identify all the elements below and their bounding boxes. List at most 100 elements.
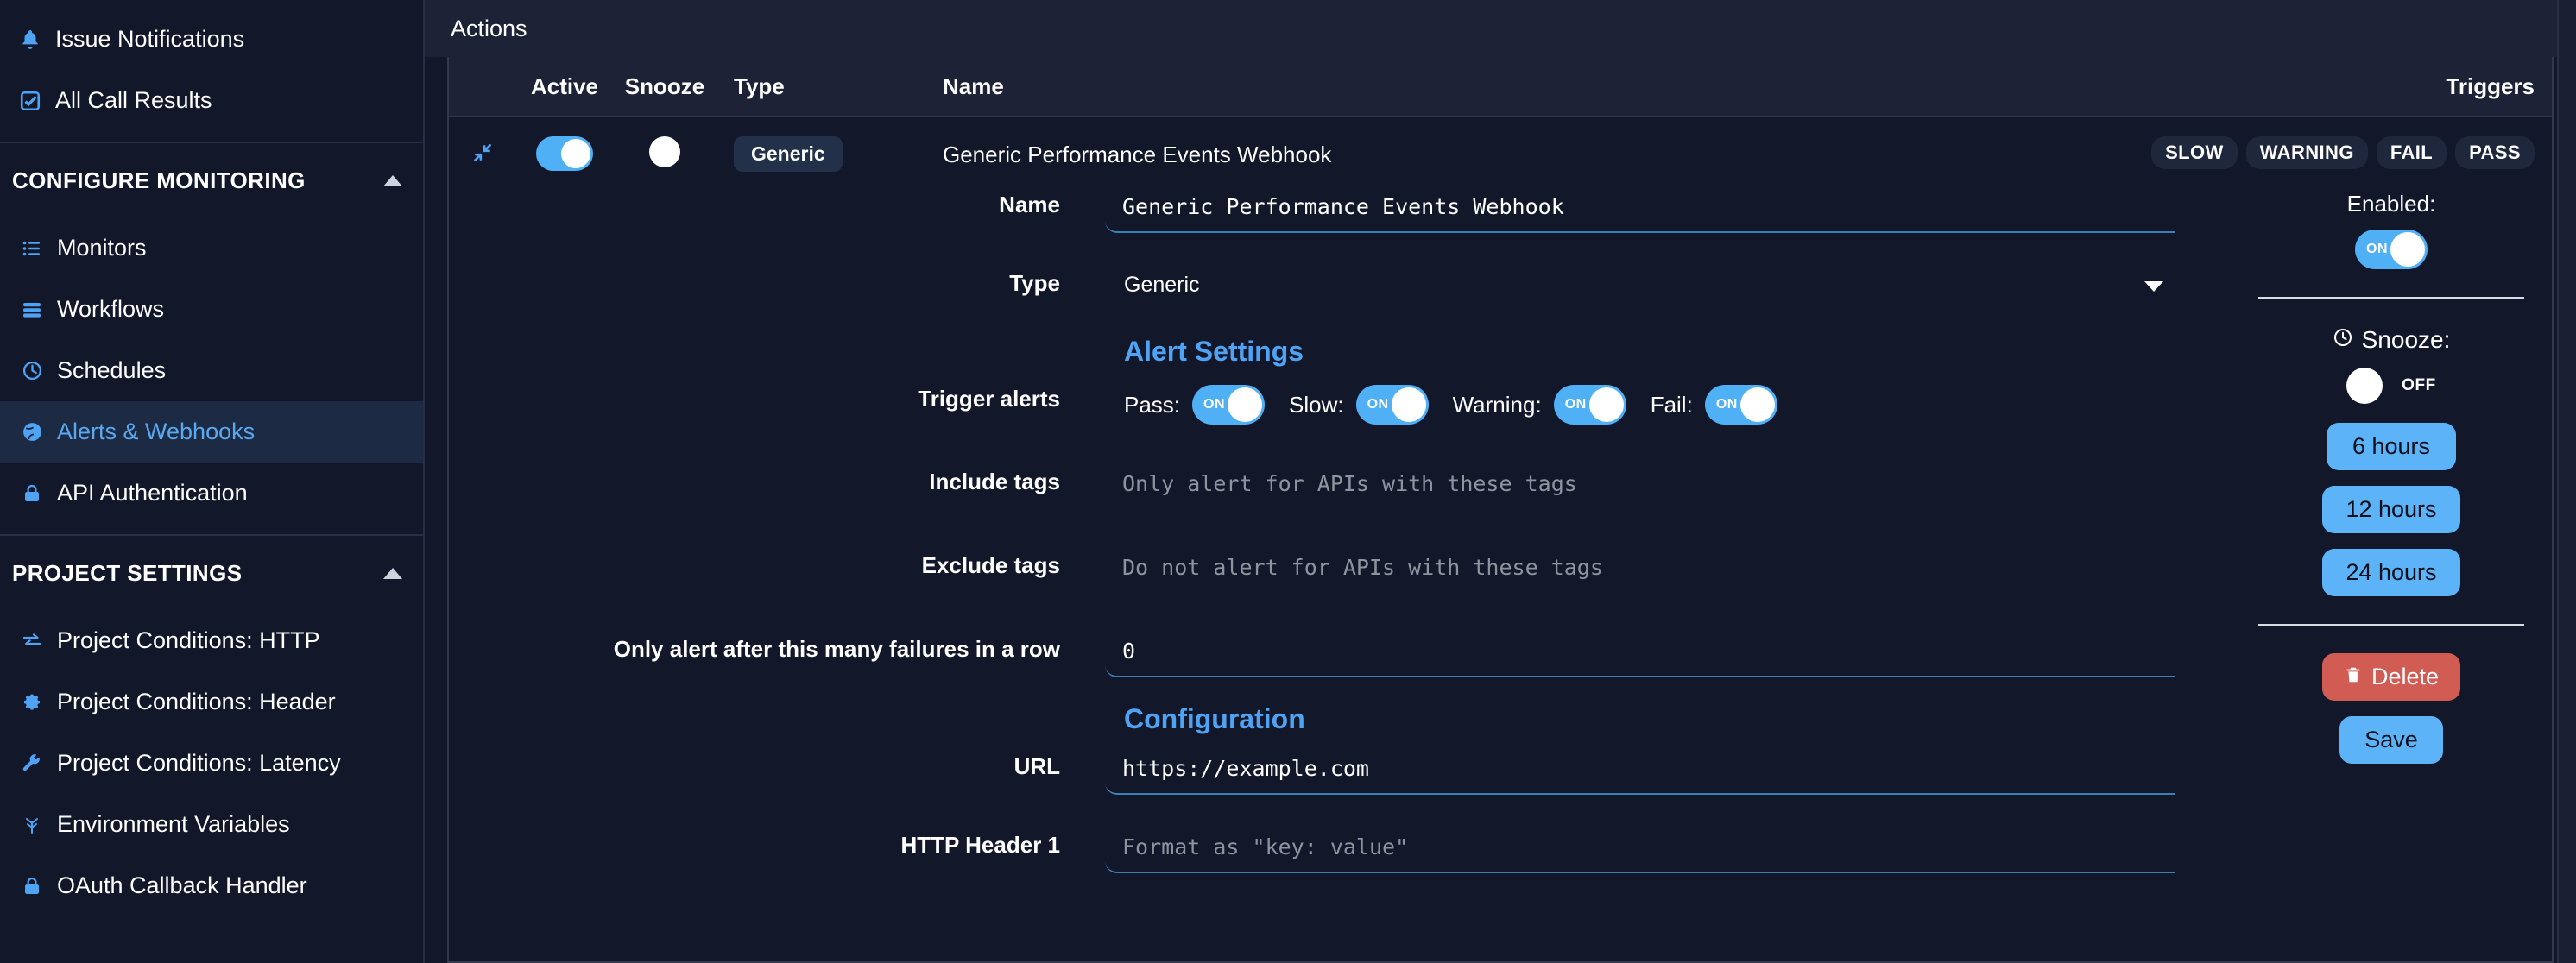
trigger-label-pass: Pass: (1124, 391, 1181, 418)
expand-row-button[interactable] (449, 136, 516, 168)
sidebar-item-label: All Call Results (55, 87, 212, 113)
list-icon (19, 236, 45, 261)
sidebar-group-title: PROJECT SETTINGS (12, 559, 243, 586)
enabled-toggle[interactable]: ON (2355, 230, 2428, 269)
sidebar-divider-2 (0, 534, 423, 536)
field-label-name: Name (999, 192, 1060, 217)
sidebar-item-oauth-callback-handler[interactable]: OAuth Callback Handler (0, 855, 423, 916)
sidebar-item-project-conditions-latency[interactable]: Project Conditions: Latency (0, 733, 423, 794)
http-header-1-input[interactable] (1105, 831, 2175, 873)
sidebar-item-all-call-results[interactable]: All Call Results (0, 70, 423, 131)
sidebar-group-project-settings[interactable]: PROJECT SETTINGS (0, 536, 423, 610)
field-label-type: Type (1009, 270, 1060, 296)
sidebar-item-api-authentication[interactable]: API Authentication (0, 463, 423, 524)
trigger-badge-pass[interactable]: PASS (2455, 136, 2535, 169)
clock-icon (19, 358, 45, 384)
sidebar-item-schedules[interactable]: Schedules (0, 340, 423, 401)
field-exclude-tags: Exclude tags (449, 551, 2231, 592)
rail-divider-2 (2258, 624, 2524, 626)
type-select[interactable] (1105, 269, 2175, 310)
trigger-toggle-slow[interactable]: ON (1355, 385, 1429, 425)
sidebar: Issue Notifications All Call Results CON… (0, 0, 425, 963)
trigger-badge-fail[interactable]: FAIL (2376, 136, 2447, 169)
field-label-exclude-tags: Exclude tags (921, 552, 1060, 578)
row-type-cell: Generic (717, 136, 924, 172)
chevron-down-icon[interactable] (2144, 281, 2163, 292)
spacer (449, 425, 2231, 468)
snooze-24-hours-button[interactable]: 24 hours (2322, 549, 2460, 596)
column-header-type: Type (734, 72, 785, 99)
seedling-icon (19, 812, 45, 838)
toggle-state-label: ON (1715, 397, 1738, 412)
chevron-up-icon[interactable] (383, 567, 402, 579)
sidebar-item-label: Workflows (57, 296, 165, 322)
snooze-12-hours-button[interactable]: 12 hours (2322, 486, 2460, 533)
toggle-state-label: ON (1203, 397, 1226, 412)
page-title-bar: Actions (425, 0, 2576, 57)
type-select-value[interactable] (1105, 269, 2175, 310)
sidebar-item-label: Project Conditions: HTTP (57, 627, 320, 653)
field-label-trigger-alerts: Trigger alerts (918, 386, 1060, 412)
column-header-triggers: Triggers (2446, 72, 2535, 99)
save-button[interactable]: Save (2339, 716, 2443, 764)
toggle-state-label: ON (1564, 397, 1587, 412)
trigger-toggle-warning[interactable]: ON (1553, 385, 1626, 425)
sidebar-item-label: Environment Variables (57, 811, 290, 837)
exclude-tags-input[interactable] (1105, 551, 2175, 592)
snooze-toggle[interactable] (649, 136, 680, 167)
sidebar-item-project-conditions-http[interactable]: Project Conditions: HTTP (0, 610, 423, 671)
table-row: Generic Generic Performance Events Webho… (449, 117, 2552, 172)
collapse-arrows-icon[interactable] (471, 144, 494, 167)
globe-icon (19, 419, 45, 445)
field-type: Type (449, 269, 2231, 310)
snooze-6-hours-button[interactable]: 6 hours (2327, 423, 2456, 470)
row-active-cell (516, 136, 613, 171)
wrench-icon (19, 751, 45, 777)
include-tags-input[interactable] (1105, 468, 2175, 508)
trash-icon (2344, 664, 2363, 690)
trigger-toggle-pass[interactable]: ON (1192, 385, 1266, 425)
delete-button[interactable]: Delete (2322, 653, 2460, 701)
trigger-label-fail: Fail: (1650, 391, 1693, 418)
alert-settings-title: Alert Settings (1124, 336, 1304, 367)
toggle-knob (1391, 387, 1426, 422)
snooze-toggle[interactable] (2346, 368, 2383, 404)
enabled-label: Enabled: (2346, 191, 2436, 217)
field-label-url: URL (1013, 753, 1060, 779)
action-detail: Name Type (449, 172, 2552, 873)
sidebar-item-label: Project Conditions: Header (57, 689, 336, 714)
toggle-knob (2390, 232, 2425, 267)
sidebar-group-configure-monitoring[interactable]: CONFIGURE MONITORING (0, 143, 423, 217)
field-label-failures: Only alert after this many failures in a… (613, 636, 1060, 662)
name-input[interactable] (1105, 191, 2175, 233)
vertical-scrollbar[interactable] (2557, 0, 2576, 963)
row-snooze-cell (613, 136, 717, 167)
active-toggle[interactable] (536, 136, 593, 171)
field-name: Name (449, 191, 2231, 233)
sidebar-item-workflows[interactable]: Workflows (0, 279, 423, 340)
sidebar-item-issue-notifications[interactable]: Issue Notifications (0, 9, 423, 70)
trigger-toggle-fail[interactable]: ON (1704, 385, 1777, 425)
gear-icon (19, 689, 45, 715)
trigger-badge-warning[interactable]: WARNING (2245, 136, 2368, 169)
snooze-heading: Snooze: (2238, 326, 2545, 354)
field-include-tags: Include tags (449, 468, 2231, 508)
sidebar-item-alerts-webhooks[interactable]: Alerts & Webhooks (0, 401, 423, 463)
toggle-state-label: ON (2366, 242, 2388, 256)
field-label-include-tags: Include tags (929, 469, 1060, 494)
field-label-http-header-1: HTTP Header 1 (900, 832, 1060, 858)
clock-icon (2333, 326, 2353, 354)
sidebar-item-environment-variables[interactable]: Environment Variables (0, 794, 423, 855)
action-form: Name Type (449, 191, 2231, 873)
failures-input[interactable] (1105, 635, 2175, 677)
sidebar-item-label: API Authentication (57, 480, 248, 506)
column-header-snooze: Snooze (624, 72, 705, 99)
check-square-icon (17, 88, 43, 114)
sidebar-item-monitors[interactable]: Monitors (0, 217, 423, 279)
sidebar-item-project-conditions-header[interactable]: Project Conditions: Header (0, 671, 423, 733)
trigger-badge-slow[interactable]: SLOW (2151, 136, 2238, 169)
bell-icon (17, 27, 43, 53)
chevron-up-icon[interactable] (383, 174, 402, 186)
url-input[interactable] (1105, 752, 2175, 795)
